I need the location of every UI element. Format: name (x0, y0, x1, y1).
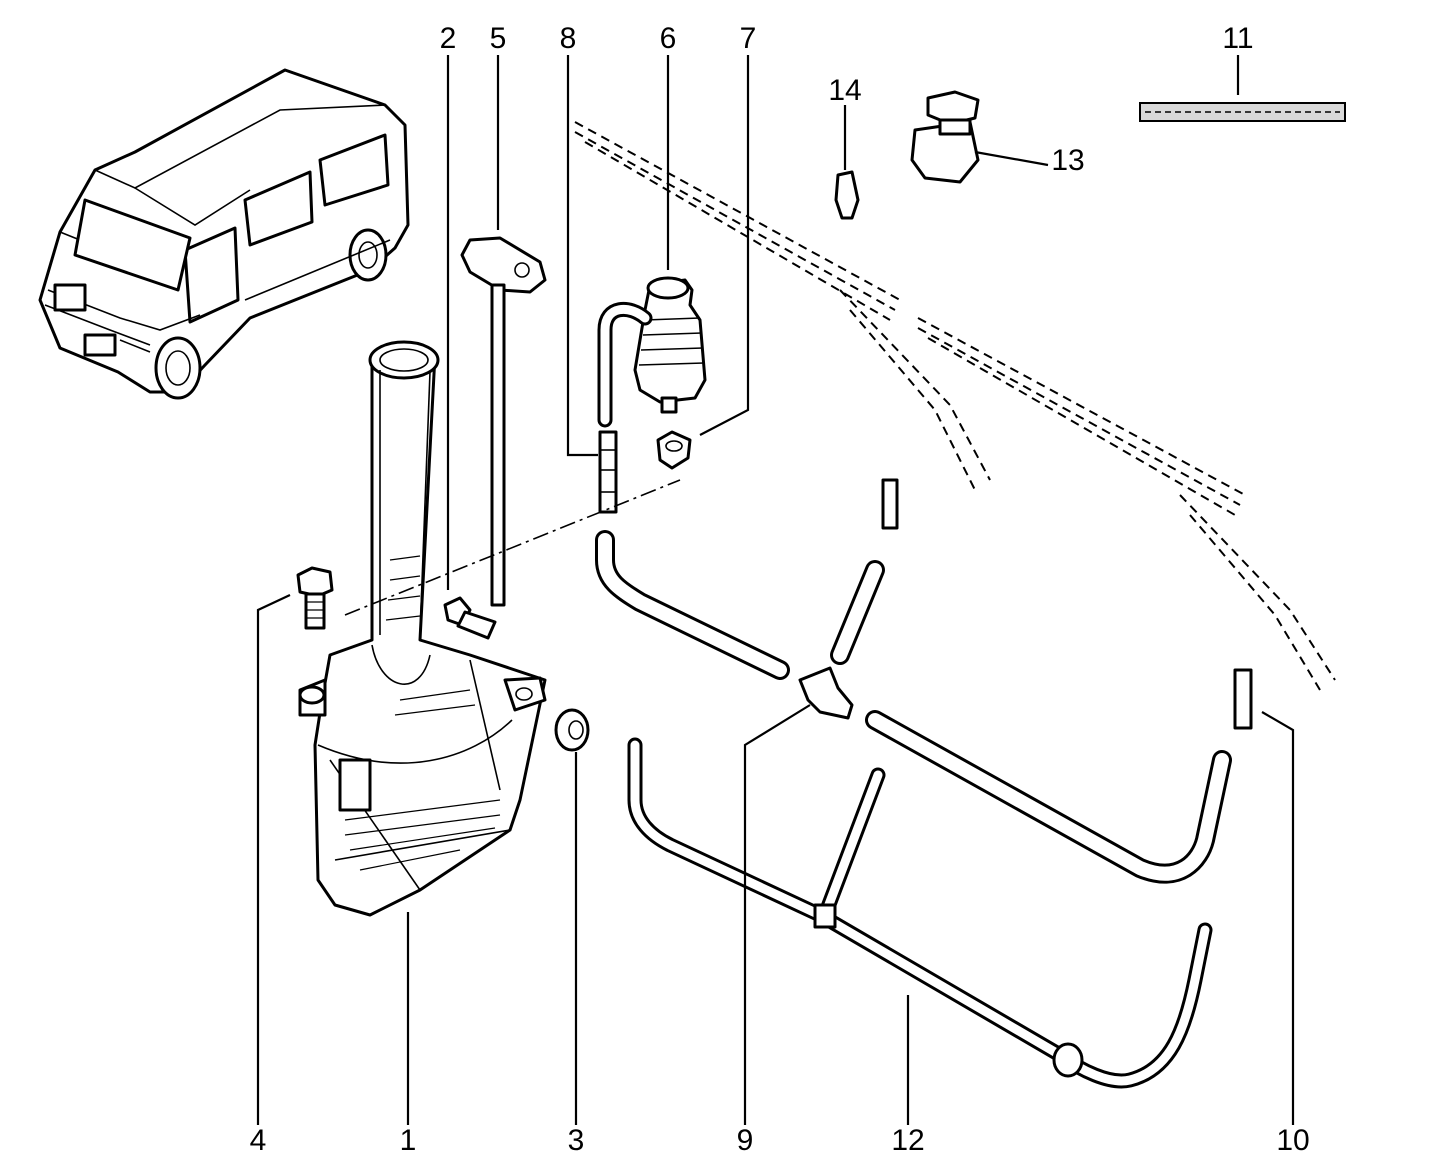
callout-7: 7 (740, 22, 757, 55)
level-gauge-dipstick (460, 236, 547, 607)
connector (598, 430, 618, 514)
washer-nozzle (834, 170, 860, 220)
t-connector (798, 666, 854, 720)
callout-1: 1 (400, 1124, 417, 1157)
wiper-arms-outline (574, 121, 1336, 691)
leader-lines (256, 55, 1295, 1125)
bolt (296, 566, 334, 630)
callout-labels: 2 5 8 6 7 14 13 11 4 1 3 9 12 10 (250, 22, 1310, 1157)
callout-14: 14 (828, 74, 861, 107)
callout-10: 10 (1276, 1124, 1309, 1157)
hose-strip (1139, 102, 1346, 122)
callout-4: 4 (250, 1124, 267, 1157)
callout-12: 12 (891, 1124, 924, 1157)
callout-5: 5 (490, 22, 507, 55)
callout-6: 6 (660, 22, 677, 55)
hoses (595, 530, 1232, 1089)
callout-9: 9 (737, 1124, 754, 1157)
callout-3: 3 (568, 1124, 585, 1157)
callout-13: 13 (1051, 144, 1084, 177)
pump-seal (656, 430, 692, 470)
callout-8: 8 (560, 22, 577, 55)
washer-reservoir (298, 340, 547, 917)
screw (443, 596, 497, 640)
callout-2: 2 (440, 22, 457, 55)
callout-11: 11 (1222, 22, 1253, 55)
grommet (554, 708, 590, 752)
washer-pump (597, 276, 707, 428)
electrical-connector (910, 90, 980, 184)
van-illustration (38, 68, 410, 400)
